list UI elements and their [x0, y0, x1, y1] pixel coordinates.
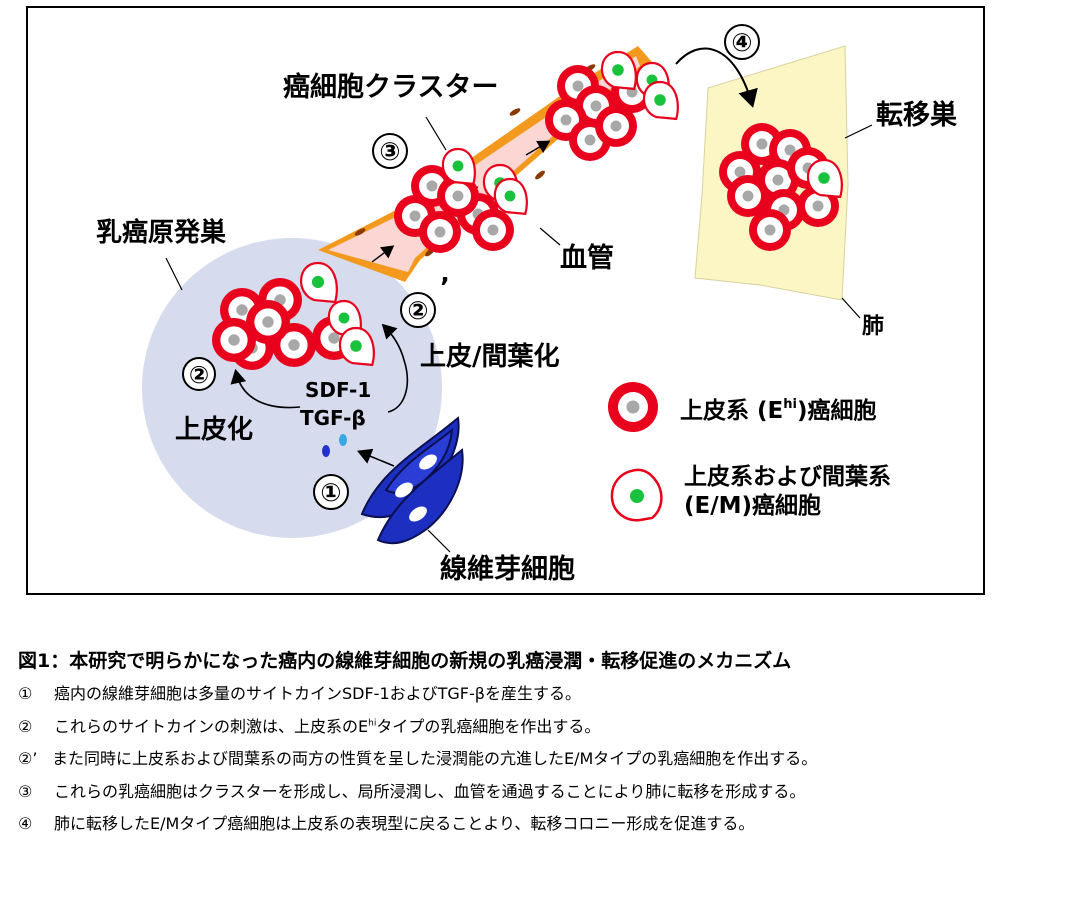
step-marker-4: ④: [724, 24, 760, 60]
em-cancer-cell: [338, 326, 375, 367]
caption-item-number: ③: [18, 781, 33, 801]
fibroblast-cell: [376, 448, 464, 545]
caption-item-text: 癌内の線維芽細胞は多量のサイトカインSDF-1およびTGF-βを産生する。: [54, 684, 581, 703]
em-cancer-cell: [600, 50, 637, 91]
caption-item-text: 肺に転移したE/Mタイプ癌細胞は上皮系の表現型に戻ることより、転移コロニー形成を…: [54, 814, 755, 833]
leader-lung: [841, 297, 861, 319]
caption-item-4: ④ 肺に転移したE/Mタイプ癌細胞は上皮系の表現型に戻ることより、転移コロニー形…: [18, 814, 1068, 834]
step-marker-2-prime: ② ’: [400, 273, 450, 328]
fibroblasts: [360, 416, 464, 545]
epithelial-cancer-cell: [472, 209, 514, 251]
leader-vessel: [539, 227, 561, 246]
fibroblast-nucleus: [419, 454, 437, 470]
caption-item-number: ②: [18, 716, 33, 736]
em-cancer-cell: [806, 158, 843, 199]
step-4-label: ④: [731, 28, 752, 57]
caption-item-number: ④: [18, 814, 33, 833]
epithelial-cancer-cell: [246, 300, 290, 344]
arrow-to-lung: [675, 47, 758, 108]
step-2p-label: ②: [407, 296, 428, 325]
caption-title: 図1：本研究で明らかになった癌内の線維芽細胞の新規の乳癌浸潤・転移促進のメカニズ…: [18, 650, 792, 672]
label-metastasis: 転移巣: [876, 100, 957, 131]
cancer-cells: [212, 50, 843, 370]
label-primary-tumor: 乳癌原発巣: [96, 217, 226, 248]
label-epithelialization: 上皮化: [175, 415, 253, 445]
step-marker-2: ②: [182, 357, 216, 391]
caption-item-2-prime: ②’ また同時に上皮系および間葉系の両方の性質を呈した浸潤能の亢進したE/Mタイ…: [18, 749, 1068, 769]
legend-em-label-line2: (E/M)癌細胞: [684, 492, 821, 519]
figure-caption: 図1：本研究で明らかになった癌内の線維芽細胞の新規の乳癌浸潤・転移促進のメカニズ…: [18, 648, 1068, 847]
arrow-epithelialization: [230, 368, 301, 409]
label-cancer-cluster: 癌細胞クラスター: [283, 71, 498, 103]
label-lung: 肺: [862, 314, 884, 339]
leader-cluster: [425, 116, 447, 151]
fibroblast-nucleus: [409, 506, 427, 522]
diagram-frame: [26, 6, 985, 595]
leader-metastasis: [844, 124, 873, 139]
step-marker-1: ①: [313, 474, 349, 510]
caption-item-2: ② これらのサイトカインの刺激は、上皮系のEhiタイプの乳癌細胞を作出する。: [18, 717, 1068, 737]
label-tgfb: TGF-β: [300, 406, 366, 430]
arrow-emt: [381, 323, 408, 413]
leader-primary: [165, 257, 183, 291]
label-fibroblast: 線維芽細胞: [440, 553, 575, 585]
caption-item-number: ①: [18, 684, 33, 703]
step-3-label: ③: [379, 137, 400, 166]
legend-em-icon: [610, 468, 663, 522]
leader-fibroblast: [427, 529, 451, 553]
step-1-label: ①: [320, 478, 341, 507]
legend-epithelial-icon: [608, 382, 658, 432]
legend: 上皮系 (Ehi)癌細胞 上皮系および間葉系 (E/M)癌細胞: [608, 382, 891, 522]
cytokine-dot: [339, 434, 347, 446]
epithelial-cancer-cell: [437, 175, 479, 217]
epithelial-cancer-cell: [419, 211, 461, 253]
step-marker-3: ③: [372, 133, 408, 169]
arrow-fibroblast-to-cytokine: [357, 448, 395, 467]
label-emt: 上皮/間葉化: [420, 342, 560, 372]
em-cancer-cell: [642, 80, 679, 121]
step-2p-mark: ’: [440, 273, 450, 303]
caption-item-number: ②’: [18, 749, 38, 768]
fibroblast-nucleus: [395, 482, 413, 498]
epithelial-cancer-cell: [212, 318, 256, 362]
legend-epithelial-label: 上皮系 (Ehi)癌細胞: [680, 397, 876, 424]
em-cancer-cell: [299, 261, 338, 304]
epithelial-cancer-cell: [595, 105, 637, 147]
label-sdf1: SDF-1: [305, 378, 371, 402]
caption-item-text: また同時に上皮系および間葉系の両方の性質を呈した浸潤能の亢進したE/Mタイプの乳…: [52, 749, 818, 768]
caption-item-text: これらの乳癌細胞はクラスターを形成し、局所浸潤し、血管を通過することにより肺に転…: [54, 781, 806, 801]
epithelial-cancer-cell: [727, 175, 769, 217]
mechanism-diagram: ③ ④ ② ② ’ ① 癌細胞クラスター 乳癌原発巣 血管 転移巣 肺 上皮/間…: [26, 6, 985, 595]
cytokine-dot: [322, 445, 330, 457]
label-blood-vessel: 血管: [560, 243, 614, 274]
caption-item-1: ① 癌内の線維芽細胞は多量のサイトカインSDF-1およびTGF-βを産生する。: [18, 684, 1068, 704]
step-2-label: ②: [189, 361, 209, 389]
caption-item-3: ③ これらの乳癌細胞はクラスターを形成し、局所浸潤し、血管を通過することにより肺…: [18, 782, 1068, 802]
epithelial-cancer-cell: [749, 209, 791, 251]
em-cancer-cell: [441, 147, 476, 186]
caption-item-text: これらのサイトカインの刺激は、上皮系のEhiタイプの乳癌細胞を作出する。: [54, 716, 601, 736]
em-cancer-cell: [493, 177, 528, 216]
legend-em-label-line1: 上皮系および間葉系: [684, 464, 891, 490]
